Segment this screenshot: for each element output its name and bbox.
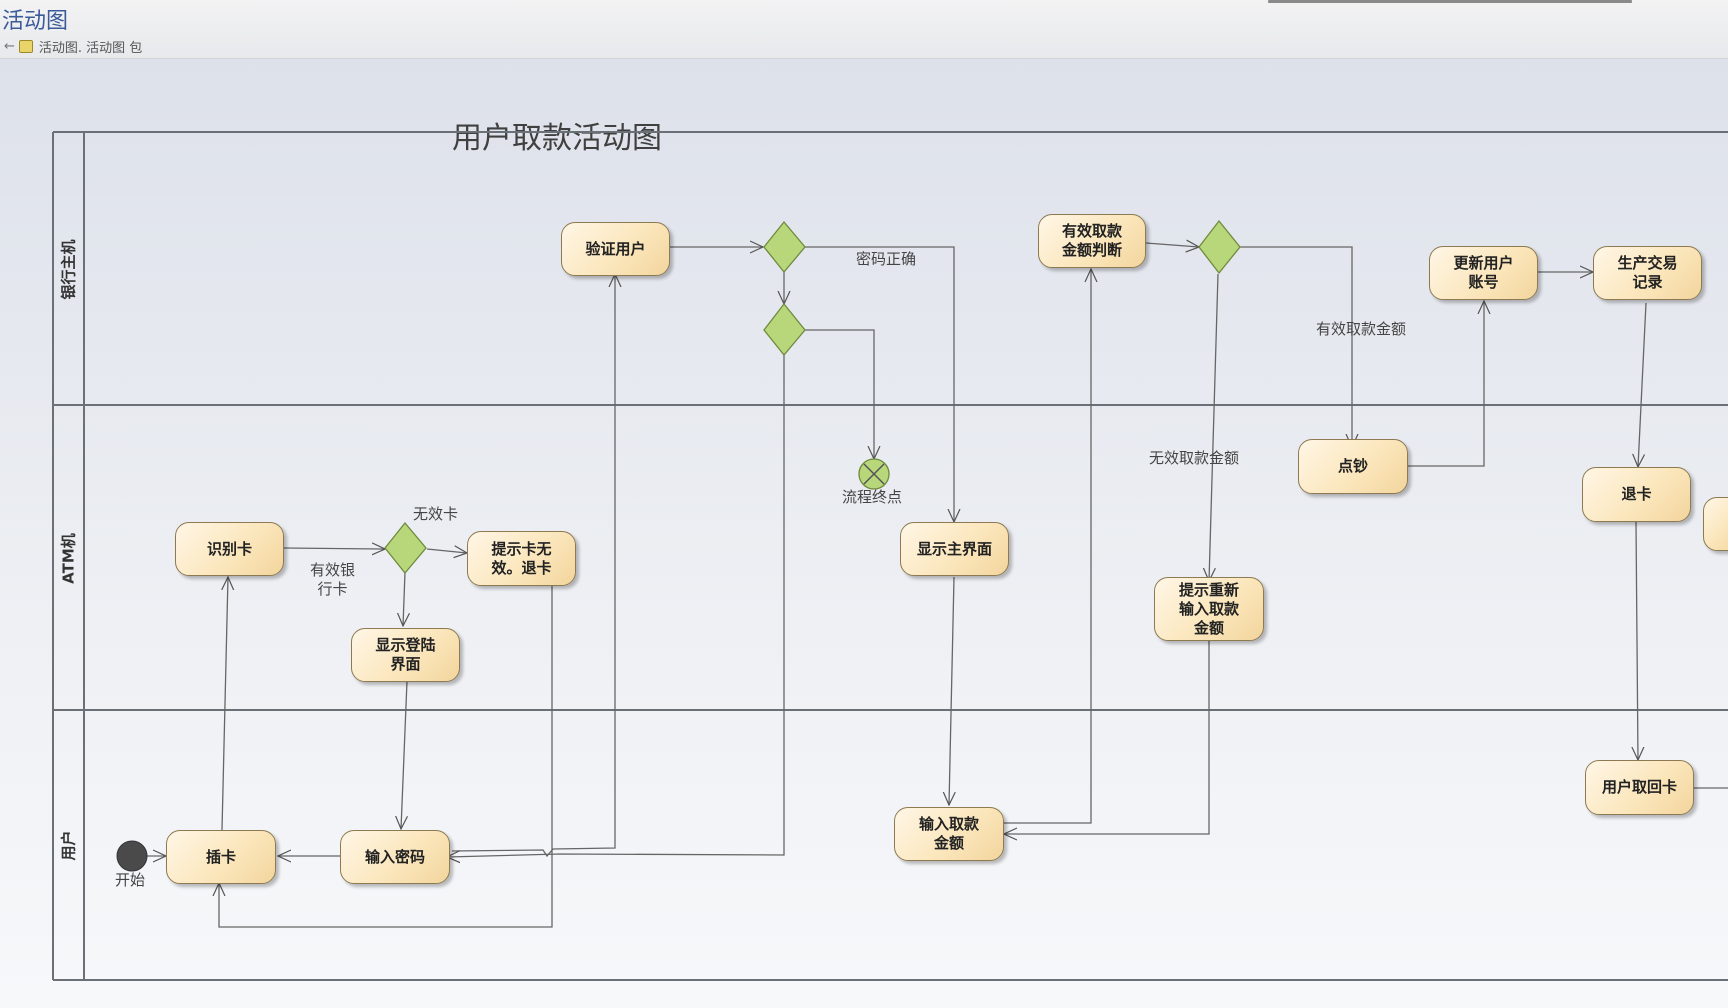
action-count-cash[interactable]: 点钞 [1298,439,1408,494]
action-update-account[interactable]: 更新用户 账号 [1429,246,1538,300]
action-verify-user[interactable]: 验证用户 [561,222,670,276]
edge-label-valid-card: 有效银 行卡 [310,561,356,598]
edge-password-verify [451,274,615,858]
lane-label-atm: ATM机 [59,533,78,584]
edge-identify-decision [283,548,385,549]
lane-label-user: 用户 [59,830,78,861]
edge-decision-main [805,246,954,522]
action-identify-card[interactable]: 识别卡 [175,522,284,576]
decision-card-valid [384,521,427,575]
edge-reenter-amount [1004,639,1210,834]
horizontal-scrollbar-thumb[interactable] [1268,0,1632,3]
action-reenter-prompt[interactable]: 提示重新 输入取款 金额 [1154,577,1264,641]
edge-decision4-count [1240,246,1352,447]
action-eject-card[interactable]: 退卡 [1582,467,1691,522]
edge-record-eject [1638,302,1647,467]
action-enter-amount[interactable]: 输入取款 金额 [894,807,1004,861]
flow-final-node [858,458,890,490]
package-icon [18,40,33,53]
action-show-login[interactable]: 显示登陆 界面 [351,628,460,682]
flow-edges [146,243,1728,928]
back-arrow-icon[interactable]: ← [4,39,15,54]
edge-eject-take [1636,521,1638,760]
edge-count-update [1408,301,1484,467]
action-valid-amount-check[interactable]: 有效取款 金额判断 [1038,214,1146,268]
action-insert-card[interactable]: 插卡 [166,830,276,884]
start-label: 开始 [115,871,146,889]
action-invalid-card-prompt[interactable]: 提示卡无 效。退卡 [467,531,576,586]
edge-main-amount [949,576,954,805]
edge-label-invalid-card: 无效卡 [413,505,459,523]
decision-amount [1198,219,1241,275]
edge-decision-login [403,571,405,626]
action-enter-password[interactable]: 输入密码 [340,830,450,884]
edge-decision-invalid [426,549,467,553]
lane-label-bank-host: 银行主机 [59,239,78,300]
edge-amount-check [1004,269,1091,824]
flow-end-label: 流程终点 [842,488,903,506]
edge-decision3-password [447,353,785,857]
diagram-title: 用户取款活动图 [452,121,662,156]
window-header: 活动图 ← 活动图. 活动图 包 [0,0,1728,59]
edge-decision4-reenter [1209,273,1219,581]
edge-invalid-insert [219,573,553,928]
breadcrumb[interactable]: ← 活动图. 活动图 包 [4,37,142,56]
edge-label-password-ok: 密码正确 [856,250,917,268]
action-show-main[interactable]: 显示主界面 [900,522,1009,576]
swimlane-frame [52,131,1728,981]
edge-insert-identify [222,577,228,831]
edge-decision3-end [805,329,874,459]
edge-check-decision4 [1145,243,1199,247]
edge-login-password [401,680,407,829]
action-take-card[interactable]: 用户取回卡 [1585,760,1694,815]
decision-retry [763,302,806,357]
action-generate-record[interactable]: 生产交易 记录 [1593,246,1702,300]
diagram-canvas: 用户取款活动图 [0,59,1728,1008]
decision-password [763,220,806,274]
diagram-svg [52,131,1728,981]
decision-nodes [384,219,1241,575]
window-title: 活动图 [2,9,69,34]
edge-label-valid-amount: 有效取款金额 [1316,320,1407,338]
start-node [116,840,148,872]
edge-label-invalid-amount: 无效取款金额 [1149,449,1240,467]
action-offscreen-partial[interactable] [1703,497,1728,551]
breadcrumb-text[interactable]: 活动图. 活动图 包 [38,41,143,56]
